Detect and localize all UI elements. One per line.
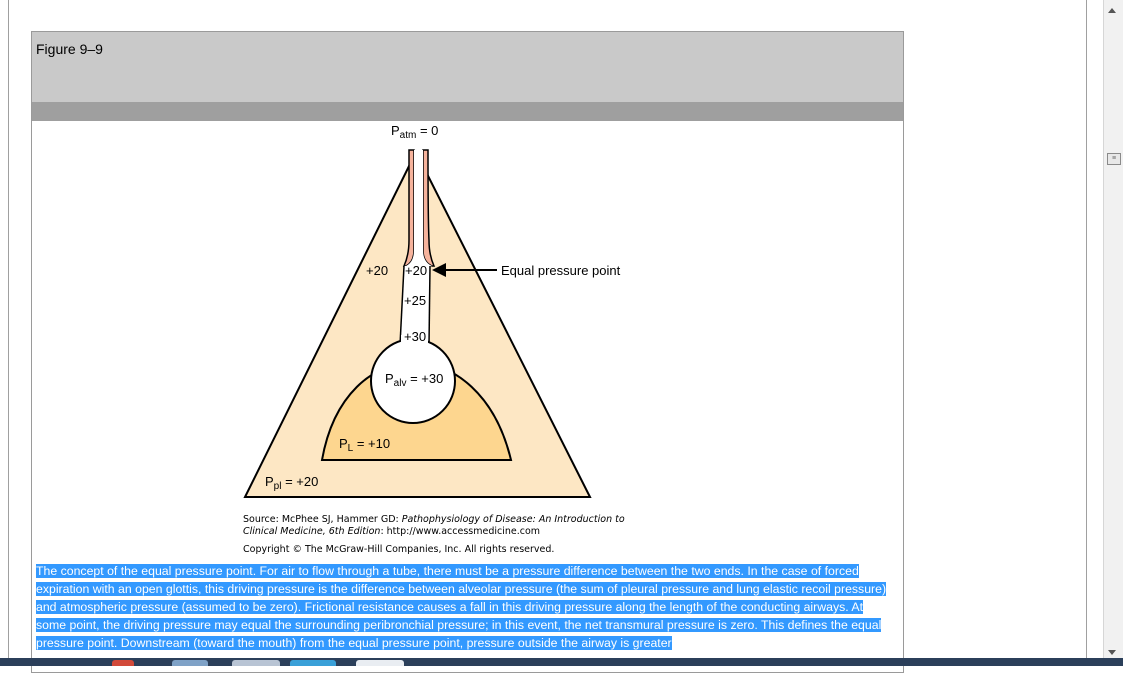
airway-pressure-20: +20 <box>405 263 427 278</box>
figure-header-band <box>32 102 903 121</box>
figure-header: Figure 9–9 <box>32 32 903 102</box>
taskbar-app-icon[interactable] <box>356 660 404 666</box>
taskbar-app-icon[interactable] <box>112 660 134 666</box>
taskbar-app-icon[interactable] <box>232 660 280 666</box>
equal-pressure-point-label: Equal pressure point <box>501 263 621 278</box>
airway-wall-right <box>422 149 436 267</box>
scroll-thumb[interactable]: ≡ <box>1107 153 1121 165</box>
copyright-line: Copyright © The McGraw-Hill Companies, I… <box>243 544 554 555</box>
source-line-2: Clinical Medicine, 6th Edition: http://w… <box>243 526 540 537</box>
airway-lumen <box>400 150 432 345</box>
figure-title: Figure 9–9 <box>36 41 103 57</box>
taskbar <box>0 658 1123 666</box>
alveolus-neck <box>401 335 428 347</box>
airway-right-edge <box>428 265 431 346</box>
palv-label: Palv = +30 <box>385 371 443 389</box>
patm-label: Patm = 0 <box>391 123 438 141</box>
airway-pressure-30: +30 <box>404 329 426 344</box>
airway-left-edge <box>399 265 405 346</box>
figure-caption: The concept of the equal pressure point.… <box>36 562 896 652</box>
ppl-label: Ppl = +20 <box>265 474 318 492</box>
scroll-down-arrow-icon[interactable] <box>1108 650 1116 655</box>
left-pressure-label: +20 <box>366 263 388 278</box>
taskbar-app-icon[interactable] <box>290 660 336 666</box>
scroll-up-arrow-icon[interactable] <box>1108 8 1116 13</box>
source-line-1: Source: McPhee SJ, Hammer GD: Pathophysi… <box>243 514 625 525</box>
airway-pressure-25: +25 <box>404 293 426 308</box>
vertical-scrollbar[interactable]: ≡ <box>1103 0 1123 660</box>
caption-text: The concept of the equal pressure point.… <box>36 564 887 650</box>
equal-pressure-arrowhead <box>432 263 446 277</box>
pl-label: PL = +10 <box>339 436 390 454</box>
taskbar-app-icon[interactable] <box>172 660 208 666</box>
